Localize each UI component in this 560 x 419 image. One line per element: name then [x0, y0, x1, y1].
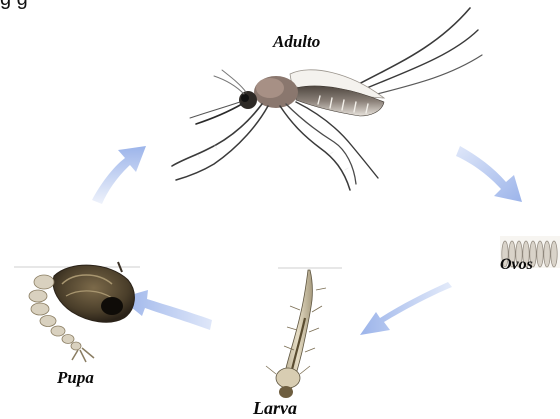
label-larva: Larva: [253, 398, 297, 419]
larva: [266, 268, 342, 398]
label-adult: Adulto: [273, 32, 320, 52]
arrow-pupa-to-adult: [92, 146, 146, 204]
label-eggs: Ovos: [500, 256, 533, 274]
label-pupa: Pupa: [57, 368, 94, 388]
arrow-eggs-to-larva: [360, 282, 452, 335]
arrow-adult-to-eggs: [456, 146, 522, 202]
pupa: [14, 262, 140, 362]
adult-mosquito: [172, 8, 482, 190]
